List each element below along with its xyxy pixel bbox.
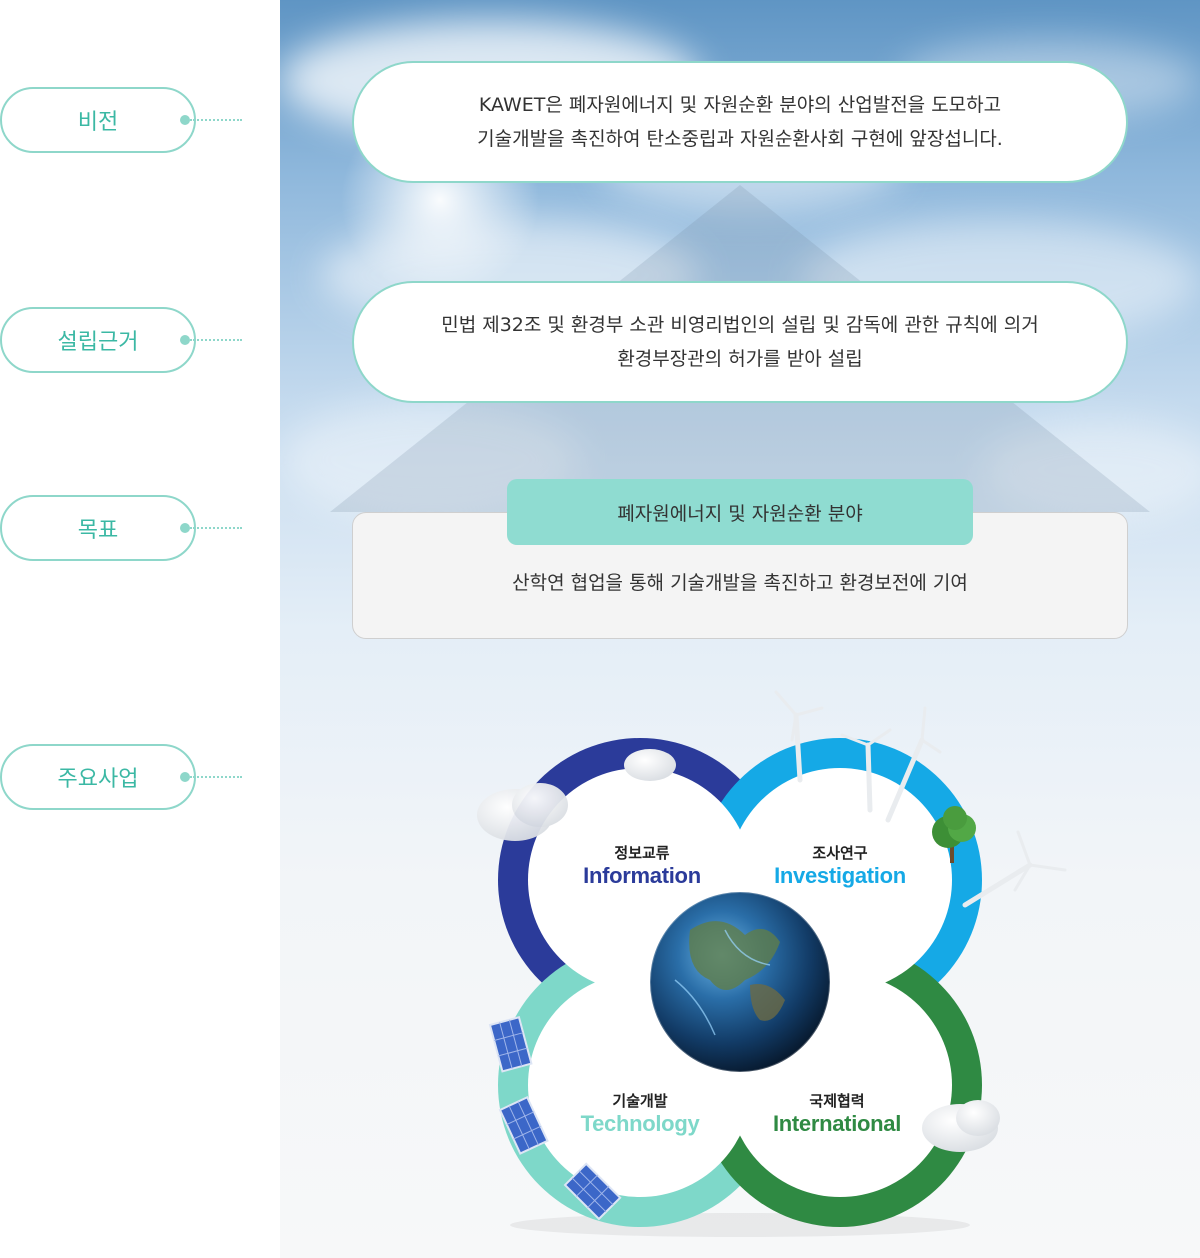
label-vision: 비전 xyxy=(0,87,196,153)
wind-turbines xyxy=(774,690,1067,908)
left-column xyxy=(0,0,280,1258)
business-technology-ko: 기술개발 xyxy=(612,1092,668,1110)
business-investigation-en: Investigation xyxy=(774,863,906,888)
vision-line-2: 기술개발을 촉진하여 탄소중립과 자원순환사회 구현에 앞장섭니다. xyxy=(477,128,1003,150)
business-information: 정보교류 Information xyxy=(542,842,742,889)
cloud-top xyxy=(624,749,676,781)
business-diagram: 정보교류 Information 조사연구 Investigation 기술개발… xyxy=(470,680,1090,1240)
label-vision-text: 비전 xyxy=(77,110,119,135)
vision-line-1: KAWET은 폐자원에너지 및 자원순환 분야의 산업발전을 도모하고 xyxy=(478,94,1002,116)
goal-heading: 폐자원에너지 및 자원순환 분야 xyxy=(507,479,973,545)
label-basis-connector xyxy=(190,339,242,341)
business-international-ko: 국제협력 xyxy=(809,1092,865,1110)
basis-line-2: 환경부장관의 허가를 받아 설립 xyxy=(617,348,863,370)
label-vision-connector xyxy=(190,119,242,121)
business-venn-graphic xyxy=(477,690,1067,1237)
goal-heading-text: 폐자원에너지 및 자원순환 분야 xyxy=(617,502,863,525)
tree xyxy=(932,806,976,863)
goal-text: 산학연 협업을 통해 기술개발을 촉진하고 환경보전에 기여 xyxy=(512,572,968,594)
label-goal-text: 목표 xyxy=(77,518,119,543)
business-information-ko: 정보교류 xyxy=(614,844,670,862)
label-business-dot xyxy=(180,772,190,782)
label-goal-dot xyxy=(180,523,190,533)
label-basis: 설립근거 xyxy=(0,307,196,373)
cloud-top-left xyxy=(477,783,568,841)
vision-bubble: KAWET은 폐자원에너지 및 자원순환 분야의 산업발전을 도모하고 기술개발… xyxy=(352,61,1128,183)
label-basis-text: 설립근거 xyxy=(57,330,139,355)
business-international-en: International xyxy=(772,1111,902,1136)
business-investigation-ko: 조사연구 xyxy=(812,844,868,862)
business-investigation: 조사연구 Investigation xyxy=(740,842,940,889)
label-business: 주요사업 xyxy=(0,744,196,810)
label-goal: 목표 xyxy=(0,495,196,561)
solar-panels xyxy=(488,1016,622,1221)
cloud-bottom-right xyxy=(922,1100,1000,1152)
label-goal-connector xyxy=(190,527,242,529)
business-technology-en: Technology xyxy=(580,1111,700,1136)
label-basis-dot xyxy=(180,335,190,345)
basis-line-1: 민법 제32조 및 환경부 소관 비영리법인의 설립 및 감독에 관한 규칙에 … xyxy=(441,314,1039,336)
business-technology: 기술개발 Technology xyxy=(540,1090,740,1137)
label-business-connector xyxy=(190,776,242,778)
business-information-en: Information xyxy=(583,863,701,888)
label-vision-dot xyxy=(180,115,190,125)
basis-bubble: 민법 제32조 및 환경부 소관 비영리법인의 설립 및 감독에 관한 규칙에 … xyxy=(352,281,1128,403)
business-international: 국제협력 International xyxy=(737,1090,937,1137)
label-business-text: 주요사업 xyxy=(57,767,139,792)
